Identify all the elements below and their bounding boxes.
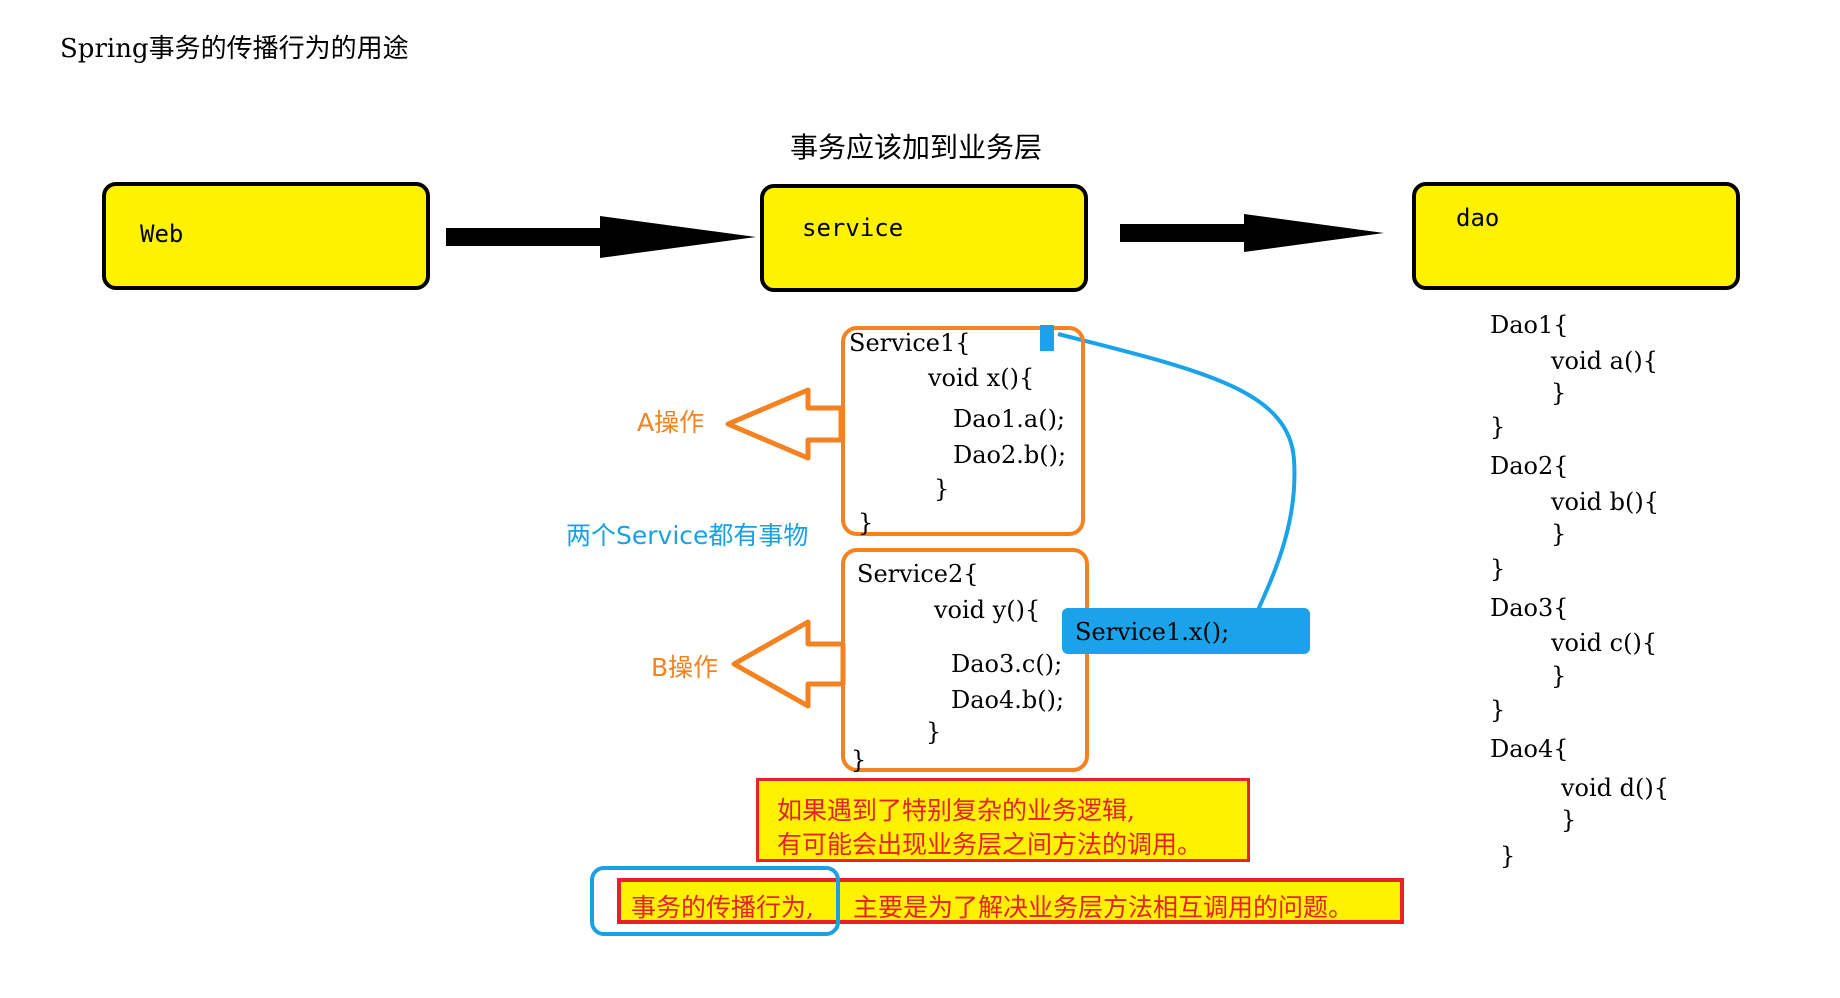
service1-line: } [858, 509, 874, 537]
service2-line: } [851, 746, 867, 774]
propagation-highlight-outline [590, 866, 840, 936]
service-layer-box: service [760, 184, 1088, 292]
service1-line: Dao2.b(); [953, 441, 1067, 469]
service2-line: } [926, 718, 942, 746]
service2-line: Service2{ [857, 560, 979, 588]
service1-call-text: Service1.x(); [1075, 618, 1230, 646]
complex-logic-note: 如果遇到了特别复杂的业务逻辑, 有可能会出现业务层之间方法的调用。 [756, 778, 1250, 862]
dao-code-line: Dao1{ [1490, 311, 1569, 339]
dao-code-line: } [1551, 379, 1567, 407]
dao-code-line: } [1551, 662, 1567, 690]
service1-line: Dao1.a(); [953, 405, 1066, 433]
dao-code-line: } [1490, 555, 1506, 583]
propagation-note-part1: 事务的传播行为, [631, 893, 814, 922]
arrow-service-to-dao [1120, 214, 1384, 252]
call-connector-line [1057, 332, 1297, 611]
service1-line: Service1{ [849, 329, 971, 357]
dao-code-line: Dao2{ [1490, 452, 1569, 480]
diagram-subtitle: 事务应该加到业务层 [790, 131, 1043, 164]
service2-line: void y(){ [934, 596, 1041, 624]
cursor-marker [1040, 325, 1054, 351]
arrow-web-to-service [446, 216, 756, 258]
complex-note-line1: 如果遇到了特别复杂的业务逻辑, [777, 796, 1135, 825]
complex-note-line2: 有可能会出现业务层之间方法的调用。 [777, 830, 1203, 859]
web-layer-box: Web [102, 182, 430, 290]
service1-line: } [934, 475, 950, 503]
dao-layer-box: dao [1412, 182, 1740, 290]
propagation-behavior-note: 事务的传播行为, 主要是为了解决业务层方法相互调用的问题。 [617, 878, 1404, 924]
service-layer-label: service [802, 214, 904, 242]
a-operation-arrow [725, 387, 844, 461]
service2-code-box [841, 548, 1089, 772]
dao-code-line: } [1551, 520, 1567, 548]
b-operation-arrow [731, 619, 846, 709]
b-operation-label: B操作 [651, 653, 719, 682]
service1-call-highlight: Service1.x(); [1062, 608, 1310, 654]
service1-code-box [841, 326, 1085, 536]
web-layer-label: Web [140, 220, 184, 248]
propagation-note-part2: 主要是为了解决业务层方法相互调用的问题。 [853, 893, 1354, 922]
dao-layer-label: dao [1456, 204, 1500, 232]
dao-code-line: } [1500, 842, 1516, 870]
dao-code-line: Dao3{ [1490, 594, 1569, 622]
dao-code-line: void b(){ [1551, 488, 1660, 516]
both-services-transaction-label: 两个Service都有事物 [566, 521, 809, 550]
dao-code-line: void d(){ [1561, 774, 1670, 802]
service2-line: Dao3.c(); [951, 650, 1063, 678]
dao-code-line: void c(){ [1551, 629, 1658, 657]
dao-code-line: } [1490, 413, 1506, 441]
dao-code-line: } [1561, 806, 1577, 834]
a-operation-label: A操作 [637, 408, 705, 437]
service1-line: void x(){ [928, 364, 1035, 392]
service2-line: Dao4.b(); [951, 686, 1065, 714]
dao-code-line: void a(){ [1551, 347, 1658, 375]
dao-code-line: } [1490, 696, 1506, 724]
page-title: Spring事务的传播行为的用途 [60, 34, 409, 64]
dao-code-line: Dao4{ [1490, 735, 1569, 763]
